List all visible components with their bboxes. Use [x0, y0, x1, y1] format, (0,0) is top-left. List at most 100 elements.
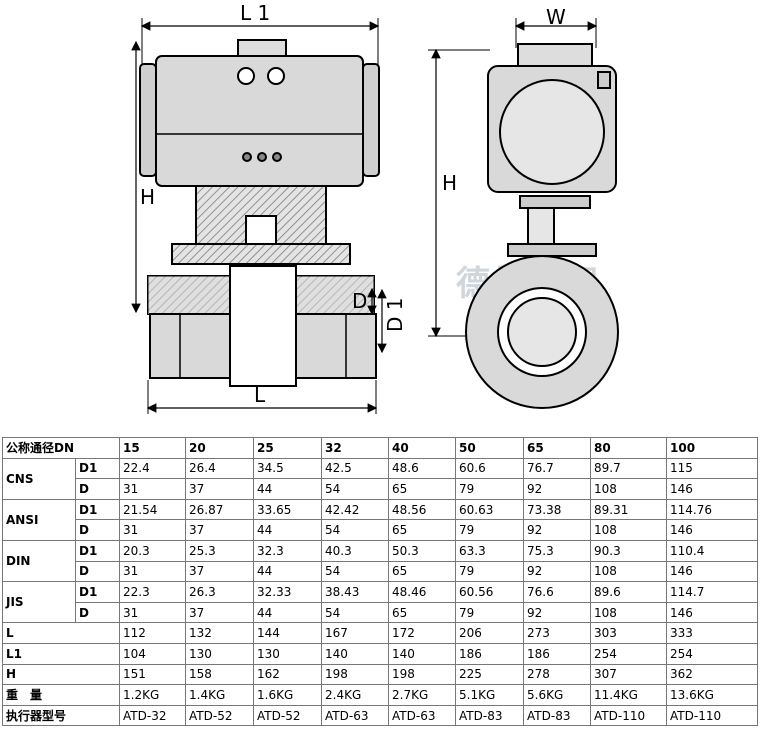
value-cell: 37 — [185, 560, 255, 583]
header-cell: 100 — [666, 437, 759, 459]
value-cell: 362 — [666, 663, 759, 686]
value-cell: 48.56 — [388, 498, 457, 521]
value-cell: 31 — [119, 478, 187, 500]
row-label-cell: L1 — [1, 642, 121, 665]
value-cell: 44 — [253, 478, 323, 500]
value-cell: 273 — [523, 622, 592, 644]
side-view — [428, 18, 619, 409]
value-cell: 108 — [590, 601, 668, 624]
value-cell: 172 — [388, 622, 457, 644]
value-cell: 48.6 — [388, 457, 457, 480]
value-cell: 26.4 — [185, 457, 255, 480]
value-cell: ATD-83 — [523, 704, 592, 727]
value-cell: 114.7 — [666, 581, 759, 603]
header-cell: 80 — [590, 437, 668, 459]
value-cell: 73.38 — [523, 498, 592, 521]
standard-name-cell: JIS — [2, 581, 76, 624]
header-cell: 20 — [185, 437, 255, 459]
standard-name-cell: CNS — [2, 457, 76, 500]
value-cell: 65 — [388, 560, 457, 583]
value-cell: 225 — [455, 663, 525, 686]
value-cell: 186 — [455, 642, 525, 665]
sub-label-cell: D1 — [74, 581, 121, 603]
value-cell: 32.3 — [253, 539, 323, 562]
value-cell: ATD-83 — [455, 704, 525, 727]
value-cell: 33.65 — [253, 498, 323, 521]
front-view — [131, 18, 387, 414]
value-cell: 92 — [523, 560, 592, 583]
value-cell: 22.3 — [119, 581, 187, 603]
value-cell: 44 — [253, 519, 323, 541]
value-cell: ATD-32 — [119, 704, 187, 727]
value-cell: 206 — [455, 622, 525, 644]
value-cell: 60.56 — [455, 581, 525, 603]
value-cell: 76.6 — [523, 581, 592, 603]
value-cell: ATD-110 — [666, 704, 759, 727]
header-cell: 65 — [523, 437, 592, 459]
value-cell: 50.3 — [388, 539, 457, 562]
value-cell: 5.6KG — [523, 684, 592, 706]
value-cell: 60.6 — [455, 457, 525, 480]
dim-label-l1: L 1 — [240, 1, 270, 25]
value-cell: 1.4KG — [185, 684, 255, 706]
value-cell: 144 — [253, 622, 323, 644]
value-cell: 198 — [388, 663, 457, 686]
value-cell: 303 — [590, 622, 668, 644]
value-cell: 108 — [590, 478, 668, 500]
value-cell: 79 — [455, 519, 525, 541]
value-cell: 65 — [388, 519, 457, 541]
value-cell: 162 — [253, 663, 323, 686]
value-cell: ATD-52 — [253, 704, 323, 727]
value-cell: ATD-52 — [185, 704, 255, 727]
value-cell: 37 — [185, 519, 255, 541]
value-cell: ATD-63 — [321, 704, 390, 727]
value-cell: 65 — [388, 601, 457, 624]
value-cell: 132 — [185, 622, 255, 644]
value-cell: 79 — [455, 601, 525, 624]
value-cell: 32.33 — [253, 581, 323, 603]
value-cell: 114.76 — [666, 498, 759, 521]
value-cell: 5.1KG — [455, 684, 525, 706]
value-cell: 112 — [119, 622, 187, 644]
value-cell: 26.87 — [185, 498, 255, 521]
dim-label-l: L — [254, 383, 266, 407]
value-cell: 104 — [119, 642, 187, 665]
row-label-cell: 执行器型号 — [1, 704, 121, 727]
row-label-cell: L — [1, 622, 121, 644]
header-cell: 32 — [321, 437, 390, 459]
value-cell: 90.3 — [590, 539, 668, 562]
value-cell: ATD-63 — [388, 704, 457, 727]
value-cell: 37 — [185, 478, 255, 500]
value-cell: 167 — [321, 622, 390, 644]
sub-label-cell: D — [74, 601, 121, 624]
value-cell: 26.3 — [185, 581, 255, 603]
value-cell: 186 — [523, 642, 592, 665]
dim-label-w: W — [546, 5, 566, 29]
value-cell: 151 — [119, 663, 187, 686]
value-cell: 13.6KG — [666, 684, 759, 706]
value-cell: 38.43 — [321, 581, 390, 603]
value-cell: 254 — [666, 642, 759, 665]
value-cell: 146 — [666, 601, 759, 624]
value-cell: 108 — [590, 560, 668, 583]
value-cell: 54 — [321, 560, 390, 583]
value-cell: 92 — [523, 478, 592, 500]
value-cell: 110.4 — [666, 539, 759, 562]
value-cell: 89.6 — [590, 581, 668, 603]
row-label-cell: H — [1, 663, 121, 686]
value-cell: 1.2KG — [119, 684, 187, 706]
row-label-cell: 重 量 — [1, 684, 121, 706]
value-cell: 75.3 — [523, 539, 592, 562]
value-cell: 22.4 — [119, 457, 187, 480]
dim-label-h-left: H — [140, 185, 155, 209]
value-cell: 37 — [185, 601, 255, 624]
value-cell: 108 — [590, 519, 668, 541]
